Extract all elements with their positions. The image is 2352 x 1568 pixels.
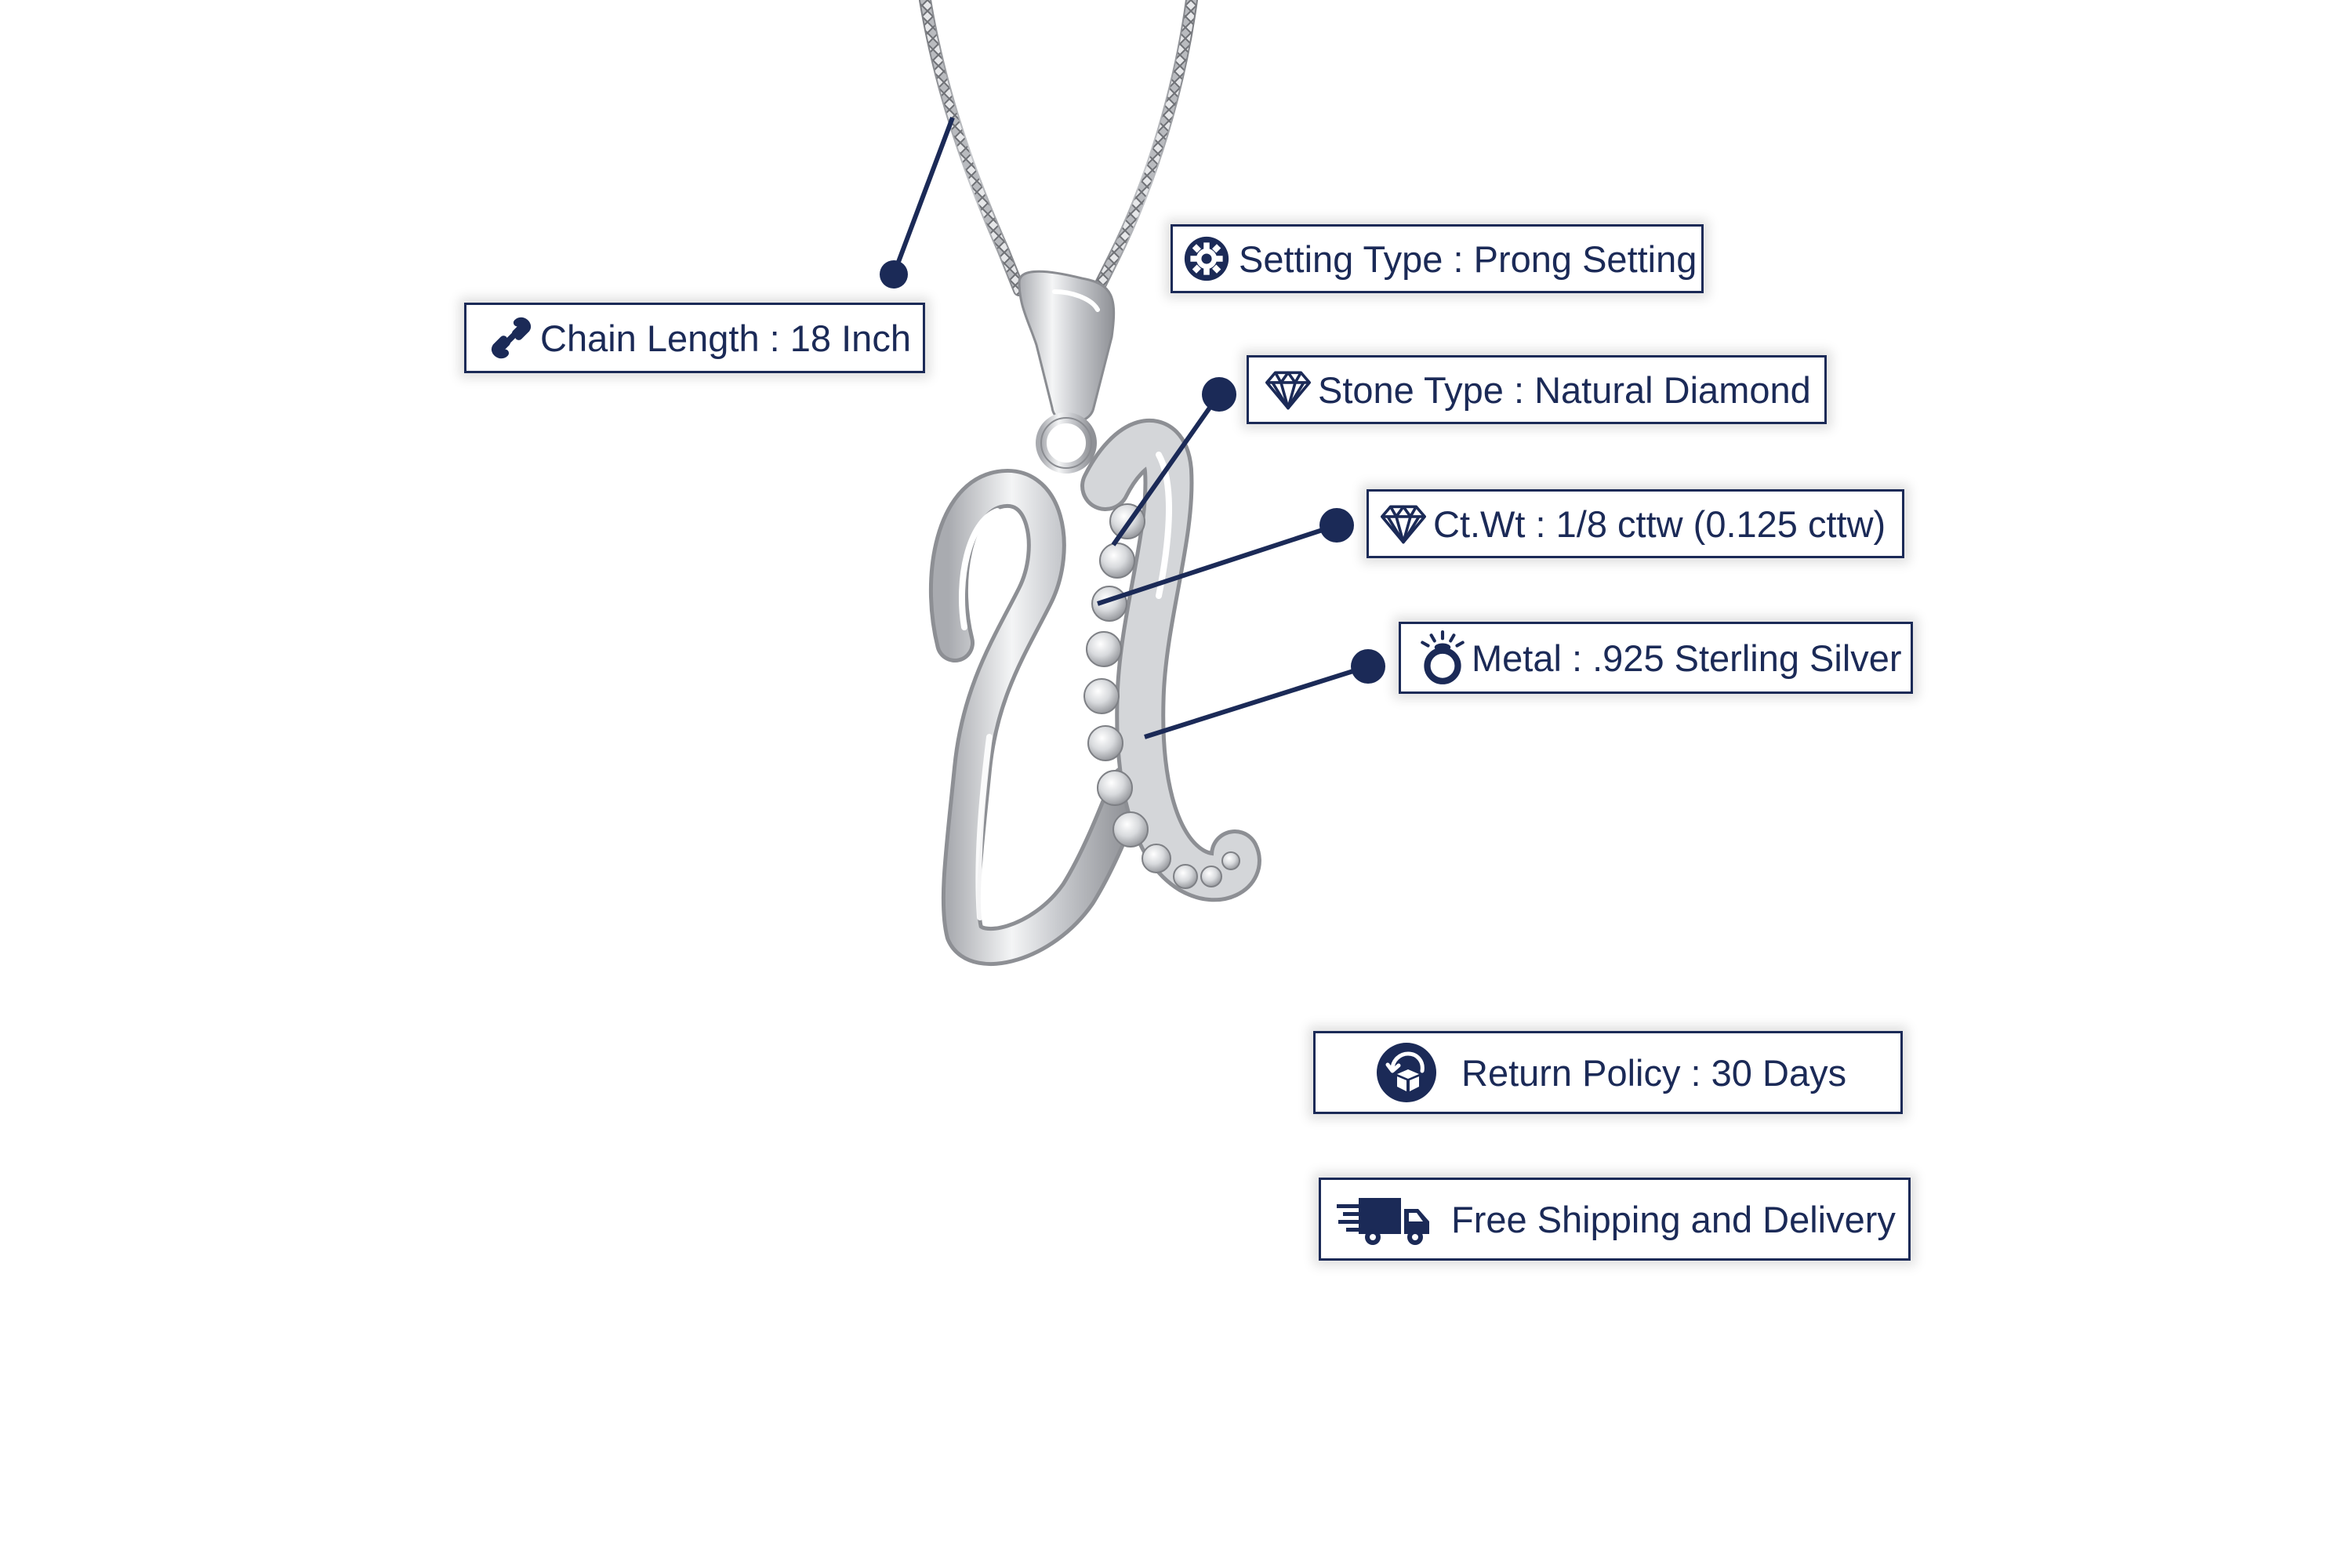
callout-leaders [880,116,1385,739]
return-box-icon [1375,1041,1438,1104]
return-policy-callout: Return Policy : 30 Days [1313,1031,1903,1114]
stone-type-callout: Stone Type : Natural Diamond [1247,355,1827,424]
bail [1018,270,1116,474]
chain-length-label: Chain Length : 18 Inch [540,317,911,359]
metal-label: Metal : .925 Sterling Silver [1472,637,1902,679]
stone-type-label: Stone Type : Natural Diamond [1318,368,1811,411]
chain-link-icon [485,312,537,364]
pendant-letter [928,419,1261,966]
metal-callout: Metal : .925 Sterling Silver [1399,622,1913,694]
diamond-stones [1083,503,1240,889]
shipping-callout: Free Shipping and Delivery [1319,1178,1911,1261]
shipping-label: Free Shipping and Delivery [1451,1198,1896,1240]
setting-type-callout: Setting Type : Prong Setting [1171,224,1704,293]
carat-weight-label: Ct.Wt : 1/8 cttw (0.125 cttw) [1433,503,1886,545]
ring-icon [1415,627,1470,688]
chain [919,0,1198,296]
diamond-icon [1265,366,1312,413]
gear-icon [1181,233,1232,285]
chain-length-callout: Chain Length : 18 Inch [464,303,925,373]
delivery-truck-icon [1335,1192,1432,1247]
return-policy-label: Return Policy : 30 Days [1461,1051,1847,1094]
carat-weight-callout: Ct.Wt : 1/8 cttw (0.125 cttw) [1367,489,1904,558]
setting-type-label: Setting Type : Prong Setting [1239,238,1697,280]
diamond-icon [1380,500,1427,547]
